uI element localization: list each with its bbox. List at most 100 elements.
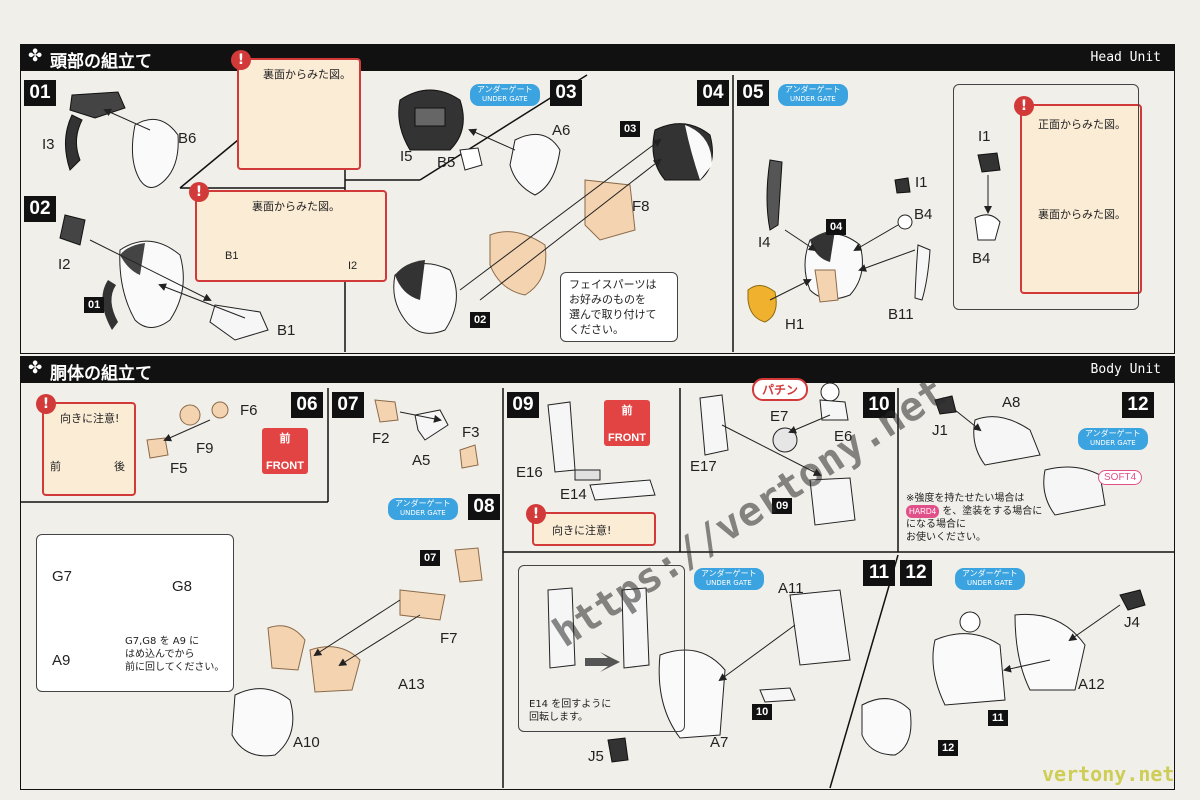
part-label: F7 [440,630,458,647]
step09-parts [547,401,656,501]
step-04: 04 [697,80,729,106]
part-label: I1 [915,174,928,191]
part-label: I2 [348,260,358,272]
part-label: A11 [778,580,804,597]
part-tag: 07 [420,550,441,566]
view-note-05: ! 正面からみた図。 裏面からみた図。 [1014,96,1142,294]
part-label: B1 [277,322,296,339]
back-view-note-01: ! 裏面からみた図。 [231,50,361,170]
front-view-text: 正面からみた図。 [1038,118,1126,131]
step-11: 11 [863,560,895,586]
note-text: 向きに注意! [60,412,120,425]
direction-note-09: ! 向きに注意! [526,504,656,546]
part-label: E14 [560,486,587,503]
part-label: J1 [932,422,948,439]
part-label: A9 [52,652,71,669]
part-tag: 12 [938,740,959,756]
part-label: H1 [785,316,805,333]
part-label: I3 [42,136,55,153]
part-label: A6 [552,122,571,139]
body-unit-header: ✤ 胴体の組立て Body Unit [20,356,1175,384]
part-label: A7 [710,734,729,751]
hard4-badge: HARD4 [906,505,940,518]
note-text: 裏面からみた図。 [263,68,351,81]
step01-parts [65,91,179,188]
step-06: 06 [291,392,323,418]
head-unit-title: 頭部の組立て [50,52,152,72]
step-02: 02 [24,196,56,222]
part-label: F3 [462,424,480,441]
step12-parts [934,395,1106,516]
step-01: 01 [24,80,56,106]
part-label: E17 [690,458,717,475]
part-tag: 03 [620,121,641,137]
step-03: 03 [550,80,582,106]
part-label: B5 [437,154,456,171]
body-unit-label: Body Unit [1090,362,1161,377]
step-10: 10 [863,392,895,418]
part-label: G7 [52,568,73,585]
body-unit-frame [20,382,1175,790]
soft4-badge: SOFT4 [1098,470,1143,485]
view-bubble-05 [953,84,1139,310]
note-text: 裏面からみた図。 [252,200,340,213]
back-view-text: 裏面からみた図。 [1038,208,1126,221]
e14-note: E14 を回すように回転します。 [518,565,685,732]
part-label: B6 [178,130,197,147]
warning-icon: ! [36,394,56,414]
part-tag: 10 [752,704,773,720]
part-tag: 09 [772,498,793,514]
part-label: F8 [632,198,650,215]
step-07: 07 [332,392,364,418]
part-tag: 11 [988,710,1008,726]
part-label: I1 [978,128,991,145]
part-label: B4 [972,250,991,267]
part-tag: 04 [826,219,847,235]
part-label: E6 [834,428,853,445]
warning-icon: ! [231,50,251,70]
part-label: B11 [888,306,914,323]
part-label: A5 [412,452,431,469]
warning-icon: ! [526,504,546,524]
back-text: 後 [114,460,125,473]
part-label: G8 [172,578,193,595]
warning-icon: ! [189,182,209,202]
face-parts-note: フェイスパーツはお好みのものを選んで取り付けてください。 [560,272,678,342]
watermark-site: vertony.net [1042,762,1175,786]
part-label: J5 [588,748,604,765]
section-icon: ✤ [28,46,43,66]
part-label: I2 [58,256,71,273]
part-label: F6 [240,402,258,419]
part-label: J4 [1124,614,1140,631]
note-text: 向きに注意! [552,524,612,537]
click-sound-badge: パチン [752,378,809,401]
part-label: F2 [372,430,390,447]
step-05: 05 [737,80,769,106]
part-label: E16 [516,464,543,481]
part-label: B1 [225,250,239,262]
part-label: A10 [293,734,320,751]
part-label: B4 [914,206,933,223]
body-unit-title: 胴体の組立て [50,364,152,384]
part-label: A8 [1002,394,1021,411]
part-tag: 01 [84,297,105,313]
front-text: 前 [50,460,61,473]
step10-parts [699,382,856,526]
part-label: F5 [170,460,188,477]
section-icon: ✤ [28,358,43,378]
step11-parts [547,587,851,763]
step05-parts [747,159,931,323]
part-label: E7 [770,408,789,425]
part-label: I5 [400,148,413,165]
warning-icon: ! [1014,96,1034,116]
step04-parts [393,123,713,334]
g7g8-note: G7,G8 を A9 にはめ込んでから前に回してください。 [36,534,234,692]
